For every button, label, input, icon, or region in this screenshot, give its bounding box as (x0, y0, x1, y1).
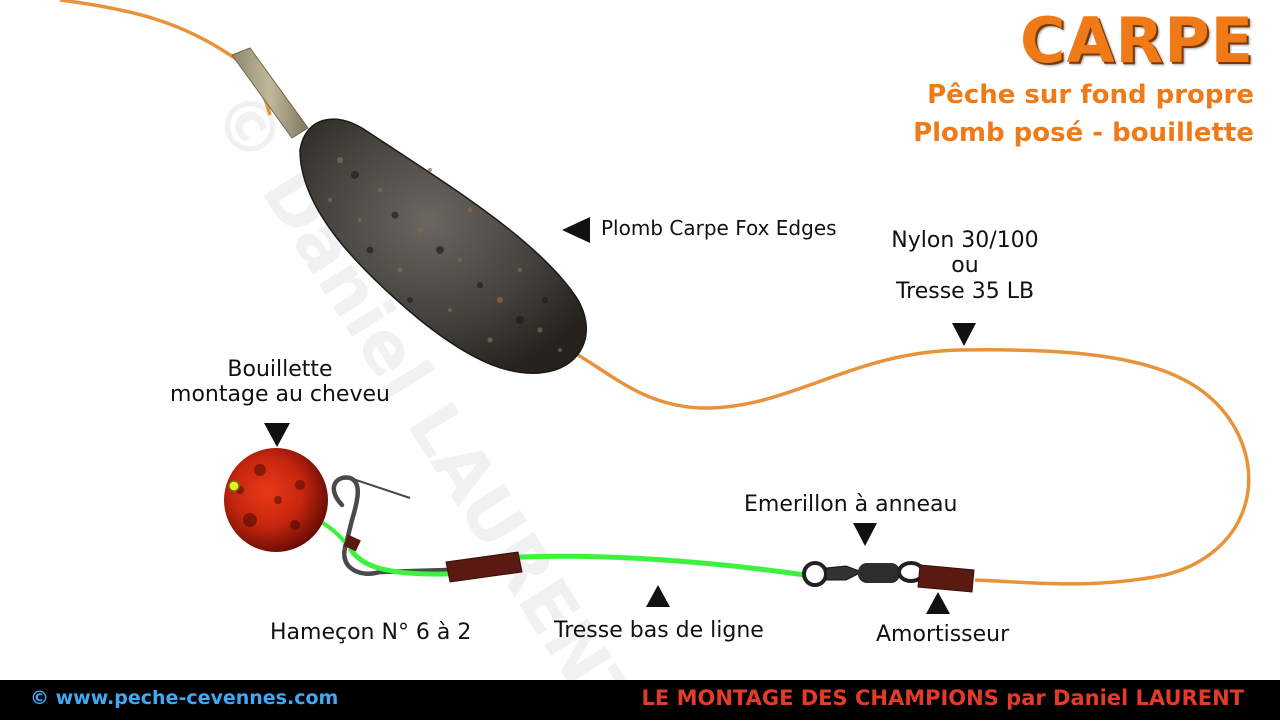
boilie-stopper (228, 480, 240, 492)
hook-point (349, 477, 411, 499)
label-emerillon: Emerillon à anneau (744, 492, 958, 517)
shock-bead (917, 564, 975, 593)
label-plomb: Plomb Carpe Fox Edges (601, 216, 837, 240)
boilie-texture (236, 464, 305, 530)
subtitle-line-1: Pêche sur fond propre (927, 80, 1254, 110)
swivel-body (825, 565, 864, 581)
lead-dark-spots (351, 171, 548, 324)
arrow-bouillette (264, 423, 290, 447)
label-nylon-line-2: ou (951, 253, 979, 279)
shrink-tube-hook (445, 551, 523, 583)
lead-speckles (328, 157, 562, 352)
leader-line (347, 546, 806, 578)
label-nylon-line-1: Nylon 30/100 (891, 228, 1039, 253)
hook (331, 475, 449, 576)
footer-bar: © www.peche-cevennes.com LE MONTAGE DES … (0, 680, 1280, 720)
label-tresse: Tresse bas de ligne (554, 618, 764, 643)
label-bouillette-line-2: montage au cheveu (170, 382, 390, 408)
arrow-plomb (562, 217, 590, 243)
page-title: CARPE (1019, 4, 1254, 77)
shrink-tube-small (343, 534, 361, 552)
subtitle-line-2: Plomb posé - bouillette (913, 118, 1254, 148)
label-nylon: Nylon 30/100 ou Tresse 35 LB (880, 228, 1050, 304)
label-nylon-line-3: Tresse 35 LB (895, 278, 1035, 304)
footer-credit: LE MONTAGE DES CHAMPIONS par Daniel LAUR… (641, 686, 1244, 710)
anti-tangle-tube (231, 47, 309, 139)
label-bouillette: Bouillette montage au cheveu (140, 357, 420, 408)
hair-rig (317, 518, 350, 548)
arrow-emerillon (853, 523, 877, 546)
lead-weight (299, 118, 587, 374)
arrow-amortisseur (926, 592, 950, 614)
main-line-lower (565, 346, 1251, 586)
swivel-ring (802, 561, 828, 587)
label-hamecon: Hameçon N° 6 à 2 (270, 620, 472, 645)
label-amortisseur: Amortisseur (876, 622, 1010, 647)
arrow-nylon (952, 323, 976, 346)
footer-website: © www.peche-cevennes.com (30, 687, 339, 709)
label-bouillette-line-1: Bouillette (227, 357, 333, 382)
arrow-tresse (646, 585, 670, 607)
boilie (224, 448, 328, 552)
swivel-barrel (858, 563, 900, 583)
